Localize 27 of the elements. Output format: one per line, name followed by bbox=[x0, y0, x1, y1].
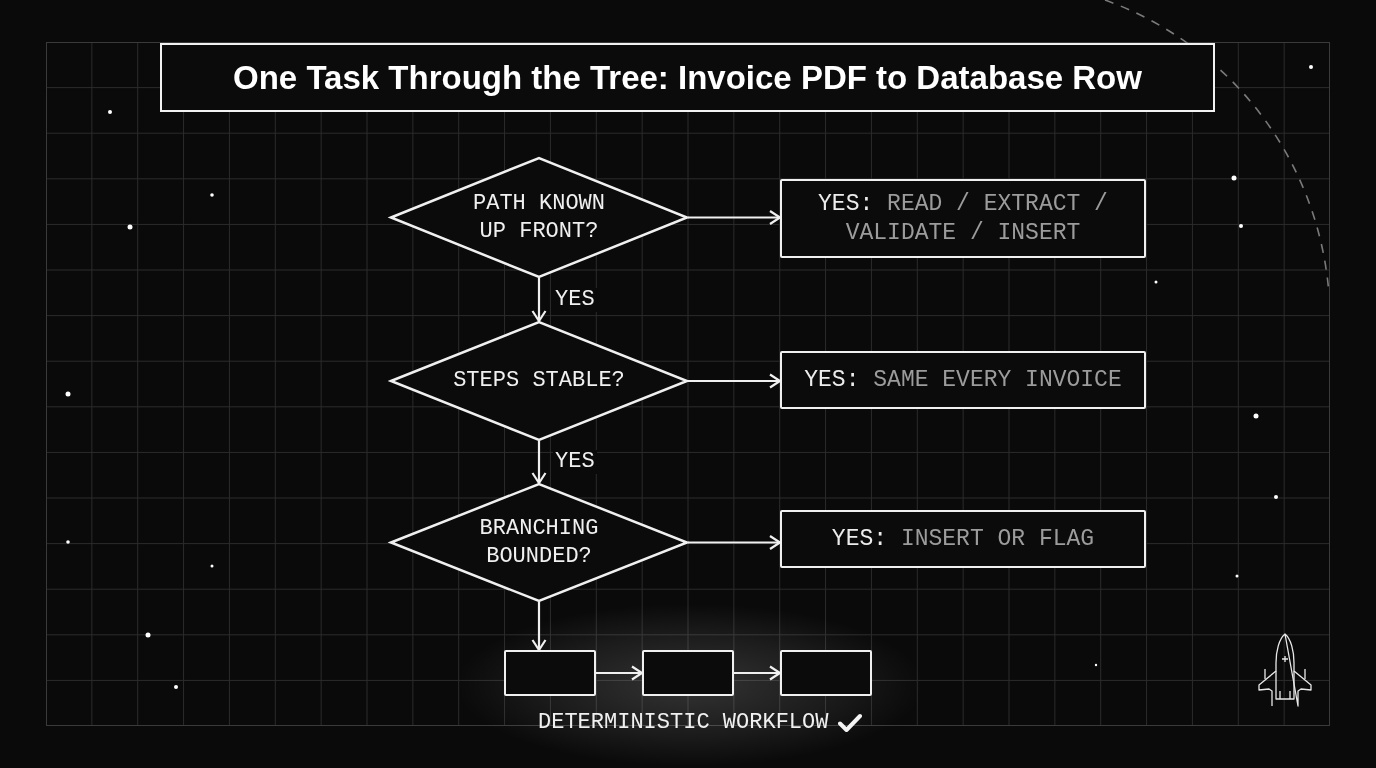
answer-box bbox=[780, 179, 1146, 258]
decision-diamond bbox=[390, 321, 688, 441]
answer-box bbox=[780, 510, 1146, 568]
caption-text: DETERMINISTIC WORKFLOW bbox=[538, 709, 829, 737]
decision-diamond bbox=[390, 157, 688, 278]
process-box bbox=[780, 650, 872, 696]
answer-text: YES: SAME EVERY INVOICE bbox=[804, 365, 1122, 395]
question-text: PATH KNOWN UP FRONT? bbox=[472, 189, 606, 246]
arrow bbox=[688, 373, 782, 389]
process-box bbox=[642, 650, 734, 696]
title: One Task Through the Tree: Invoice PDF to Database Row bbox=[160, 43, 1215, 112]
decision-diamond bbox=[390, 483, 688, 602]
question-text: STEPS STABLE? bbox=[453, 367, 625, 395]
arrow bbox=[688, 209, 782, 226]
arrow bbox=[531, 278, 547, 323]
arrow bbox=[688, 534, 782, 551]
arrow bbox=[596, 665, 644, 681]
process-box bbox=[504, 650, 596, 696]
question-text: BRANCHING BOUNDED? bbox=[478, 514, 600, 571]
answer-box bbox=[780, 351, 1146, 409]
answer-text: YES: READ / EXTRACT / VALIDATE / INSERT bbox=[817, 189, 1109, 248]
answer-text: YES: INSERT OR FLAG bbox=[831, 524, 1095, 554]
arrow bbox=[734, 665, 782, 681]
arrow bbox=[531, 602, 547, 652]
edge-label: YES bbox=[553, 287, 597, 312]
edge-label: YES bbox=[553, 450, 597, 474]
arrow bbox=[531, 441, 547, 485]
